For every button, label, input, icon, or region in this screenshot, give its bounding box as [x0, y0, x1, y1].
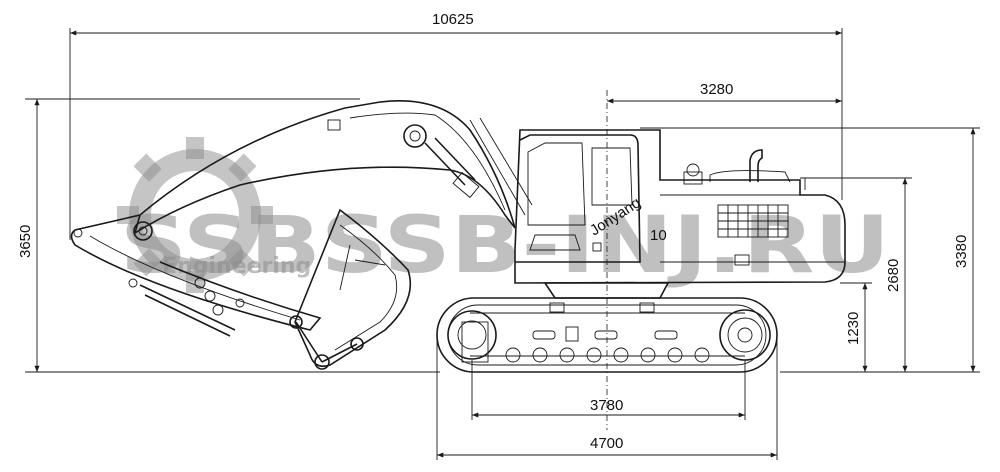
bucket — [289, 208, 412, 370]
dim-track-on-ground: 3780 — [590, 397, 623, 414]
dim-overall-height: 3650 — [17, 225, 34, 258]
dim-counterweight-height: 2680 — [885, 259, 902, 292]
dimension-lines: 10625 3280 3650 3380 2680 1230 3780 4700 — [17, 11, 980, 460]
dim-ground-clearance: 1230 — [845, 312, 862, 345]
dim-track-length: 4700 — [590, 435, 623, 452]
watermark-subtext: Engineering — [162, 254, 311, 279]
watermark: SSBSSB-INJ.RU Engineering — [117, 137, 890, 293]
dim-tail-swing: 3280 — [700, 81, 733, 98]
upper-structure — [514, 129, 846, 284]
arm — [70, 214, 322, 337]
track-assembly — [436, 297, 778, 373]
dim-cab-height: 3380 — [953, 235, 970, 268]
boom — [133, 100, 533, 235]
dim-overall-length: 10625 — [432, 11, 474, 28]
model-number: 10 — [650, 227, 667, 244]
